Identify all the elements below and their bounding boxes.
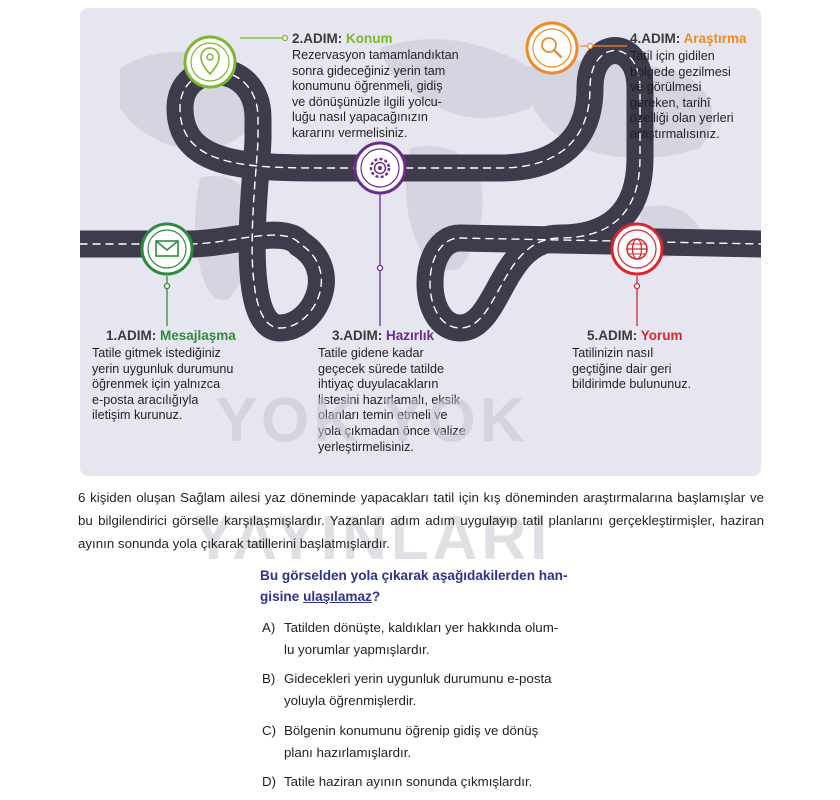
step4-name: Araştırma	[683, 31, 747, 46]
option-letter: D)	[262, 774, 277, 789]
step1-name: Mesajlaşma	[160, 328, 236, 343]
step5-title: 5.ADIM: Yorum	[587, 328, 683, 343]
step5-description: Tatilinizin nasıl geçtiğine dair geri bi…	[572, 346, 692, 392]
step1-number: 1.ADIM:	[106, 328, 157, 343]
option-letter: B)	[262, 671, 276, 686]
watermark: YOK YOK YAYINLARI	[192, 386, 552, 573]
step3-name: Hazırlık	[386, 328, 435, 343]
step4-title: 4.ADIM: Araştırma	[630, 31, 747, 46]
step1-title: 1.ADIM: Mesajlaşma	[106, 328, 236, 343]
envelope-icon	[140, 222, 194, 276]
step2-number: 2.ADIM:	[292, 31, 343, 46]
step2-title: 2.ADIM: Konum	[292, 31, 393, 46]
road-illustration	[80, 21, 761, 342]
step4-description: Tatil için gidilen bölgede gezilmesi ve …	[630, 49, 734, 141]
step3-title: 3.ADIM: Hazırlık	[332, 328, 434, 343]
step3-number: 3.ADIM:	[332, 328, 383, 343]
step5-number: 5.ADIM:	[587, 328, 638, 343]
step5-name: Yorum	[640, 328, 683, 343]
globe-icon	[610, 222, 664, 276]
search-icon	[525, 21, 579, 75]
step4-number: 4.ADIM:	[630, 31, 681, 46]
question-stem: Bu görselden yola çıkarak aşağıdakilerde…	[260, 568, 568, 604]
step3-description: Tatile gidene kadar geçecek sürede tatil…	[318, 346, 466, 454]
underlined-keyword: ulaşılamaz	[303, 589, 372, 604]
location-pin-icon	[183, 35, 237, 89]
option-letter: C)	[262, 723, 277, 738]
intro-paragraph: 6 kişiden oluşan Sağlam ailesi yaz dönem…	[78, 490, 764, 551]
step2-name: Konum	[346, 31, 393, 46]
gear-icon	[353, 141, 407, 195]
infographic-panel: 1.ADIM: Mesajlaşma Tatile gitmek istediğ…	[80, 8, 761, 476]
step2-description: Rezervasyon tamamlandıktan sonra gideceğ…	[292, 48, 459, 140]
step1-description: Tatile gitmek istediğiniz yerin uygunluk…	[92, 346, 234, 423]
option-letter: A)	[262, 620, 276, 635]
